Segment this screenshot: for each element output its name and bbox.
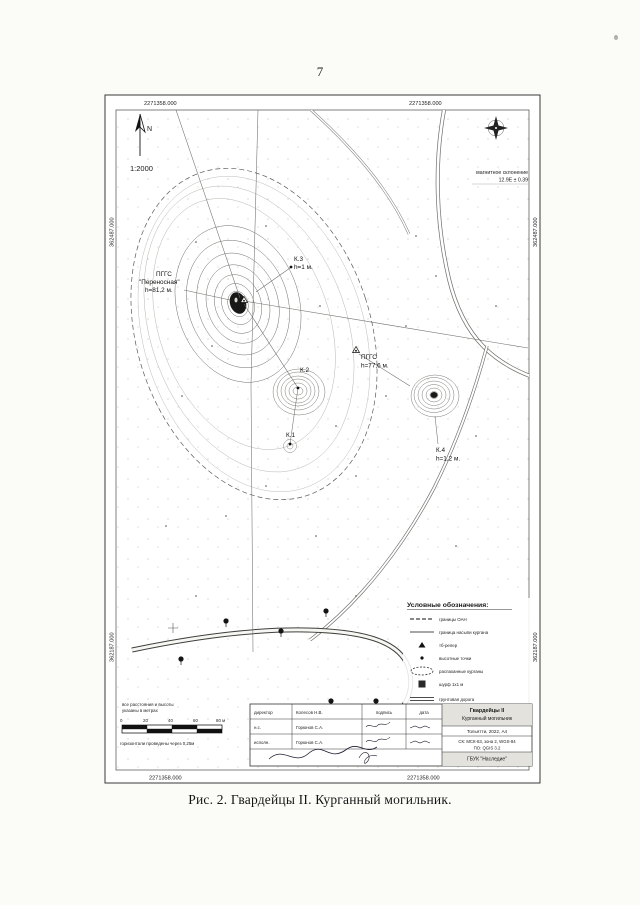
coord-top-right: 2271358.000	[409, 101, 442, 107]
feature-labels: ПГГС "Переносная" h=81,2 м. К.3 h=1 м. П…	[139, 256, 460, 463]
signature-scribbles	[268, 721, 431, 764]
legend-symbol-excavation-icon	[418, 680, 426, 688]
oan-boundary	[130, 167, 378, 501]
scalebar-checker	[121, 724, 223, 734]
grid-coordinates: 2271358.000 2271358.000 2271358.000 2271…	[110, 101, 540, 782]
map-canvas: 2271358.000 2271358.000 2271358.000 2271…	[104, 94, 541, 784]
legend-item-label: грунтовая дорога	[439, 697, 475, 702]
scalebar-tick: 40	[168, 718, 173, 723]
scalebar-tick: 0	[120, 718, 123, 723]
titleblock-name: Горюнов С.А.	[296, 740, 323, 745]
survey-lines	[175, 110, 529, 653]
legend-symbol-dashed-oval-icon	[410, 666, 434, 676]
geodetic-point-icon	[351, 345, 361, 353]
label-pggs2-name: ПГГС	[361, 354, 377, 361]
legend-item-label: граница насыпи кургана	[439, 630, 489, 635]
point-symbols	[239, 265, 361, 446]
label-k2: К.2	[300, 367, 309, 374]
hill-summit	[229, 292, 247, 314]
mound-k2	[272, 368, 326, 416]
legend-item-label: распаханные курганы	[439, 669, 483, 674]
label-k1: К.1	[286, 432, 295, 439]
compass-rose-icon	[484, 116, 508, 140]
page-number: 7	[316, 64, 324, 79]
legend-symbol-benchmark-icon	[418, 642, 426, 648]
scale-text: 1:2000	[130, 164, 153, 173]
titleblock-project-name: Гвардейцы II	[470, 707, 505, 714]
legend-symbol-double-line-icon	[410, 697, 434, 701]
label-pggs1-name: ПГГС	[156, 271, 172, 278]
titleblock-role: н.с.	[254, 725, 261, 730]
north-arrow-icon	[135, 113, 146, 156]
label-k4: К.4	[436, 447, 445, 454]
label-pggs1-quote: "Переносная"	[139, 279, 180, 286]
titleblock-role: директор	[254, 710, 273, 715]
label-pggs1-height: h=81,2 м.	[145, 287, 173, 294]
legend-item-label: границы ОАН	[439, 617, 467, 622]
tree-icon	[223, 618, 229, 627]
geodetic-point-icon	[239, 295, 249, 303]
scalebar-tick: 20	[143, 718, 148, 723]
legend-item-label: тб-репер	[439, 643, 458, 648]
scalebar-tick: 60	[193, 718, 198, 723]
coord-bottom-right: 2271358.000	[407, 776, 440, 782]
label-k3-height: h=1 м.	[294, 264, 313, 271]
coord-top-left: 2271358.000	[144, 101, 177, 107]
point-k2	[296, 386, 300, 390]
point-k1	[288, 442, 292, 446]
titleblock-software: ПО: QGIS 3.2	[474, 746, 501, 751]
figure-caption: Рис. 2. Гвардейцы II. Курганный могильни…	[188, 792, 452, 807]
legend-title: Условные обозначения:	[407, 601, 488, 609]
tree-icon	[323, 608, 329, 617]
point-k3	[289, 265, 293, 269]
titleblock-crs: СК: МСК-63, зона 2, WGS-84	[458, 739, 516, 744]
titleblock-organization: ГБУК "Наследие"	[467, 757, 507, 763]
titleblock-col-signature: подпись	[376, 710, 393, 715]
contour-lines	[130, 167, 460, 501]
titleblock-project-name2: Курганный могильник	[462, 715, 513, 722]
coord-right-top: 362487.000	[533, 217, 539, 247]
titleblock-name: Горюнов С.А.	[296, 725, 323, 730]
scalebar-note-top2: указаны в метрах	[122, 708, 159, 713]
titleblock-name: Колесов Н.В.	[296, 710, 323, 715]
legend-item-label: высотные точки	[439, 656, 472, 661]
north-letter: N	[147, 126, 152, 133]
declination-value: 12.9E ± 0.39	[499, 178, 528, 184]
scalebar-note-bottom: горизонтали проведены через 0,25м	[120, 741, 194, 746]
label-k4-height: h=1,2 м.	[436, 456, 460, 463]
coord-right-bottom: 362187.000	[533, 632, 539, 662]
scale-bar: все расстояния и высоты указаны в метрах…	[120, 702, 225, 746]
declination-label: магнитное склонение	[476, 170, 528, 176]
legend: Условные обозначения: границы ОАН границ…	[403, 598, 531, 704]
coord-left-bottom: 362187.000	[110, 632, 116, 662]
title-block: директор Колесов Н.В. подпись дата н.с. …	[249, 703, 533, 767]
titleblock-col-date: дата	[419, 710, 429, 715]
tree-icon	[278, 628, 284, 637]
scalebar-tick: 80 м	[216, 718, 225, 723]
label-k3: К.3	[294, 256, 303, 263]
legend-symbol-dot-icon	[420, 656, 424, 660]
plus-mark-icon	[168, 623, 178, 633]
coord-left-top: 362487.000	[110, 217, 116, 247]
spot-heights	[165, 225, 497, 597]
titleblock-role: исполн.	[254, 740, 270, 745]
map-figure: 2271358.000 2271358.000 2271358.000 2271…	[104, 94, 541, 784]
coord-bottom-left: 2271358.000	[149, 776, 182, 782]
legend-item-label: шурф 1х1 м	[439, 682, 463, 687]
scalebar-note-top: все расстояния и высоты	[122, 702, 174, 707]
tree-icon	[178, 656, 184, 665]
scan-artifact	[614, 35, 618, 40]
titleblock-project-meta: Тольятти, 2022, А4	[467, 729, 508, 734]
label-pggs2-height: h=77,6 м.	[361, 363, 389, 370]
